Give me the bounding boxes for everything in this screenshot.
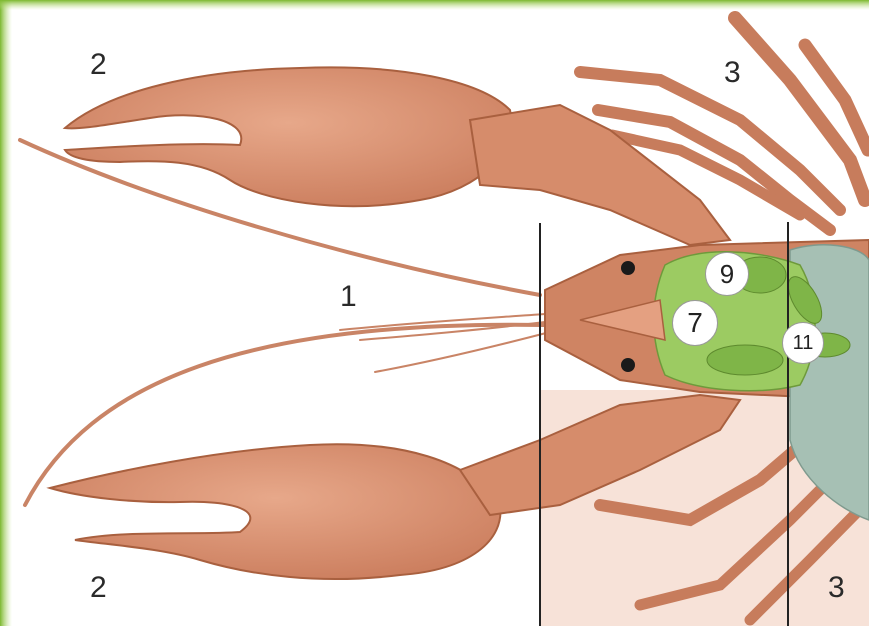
label-legs-top: 3 [724,58,741,88]
label-organ-7: 7 [672,300,718,346]
label-organ-9: 9 [705,252,749,296]
label-legs-bottom: 3 [828,573,845,603]
label-claw-top: 2 [90,50,107,80]
label-claw-bottom: 2 [90,573,107,603]
label-organ-11: 11 [782,322,824,364]
frame-left [0,0,12,626]
claw-top [65,67,730,245]
label-antenna: 1 [340,282,357,312]
frame-top [0,0,869,10]
